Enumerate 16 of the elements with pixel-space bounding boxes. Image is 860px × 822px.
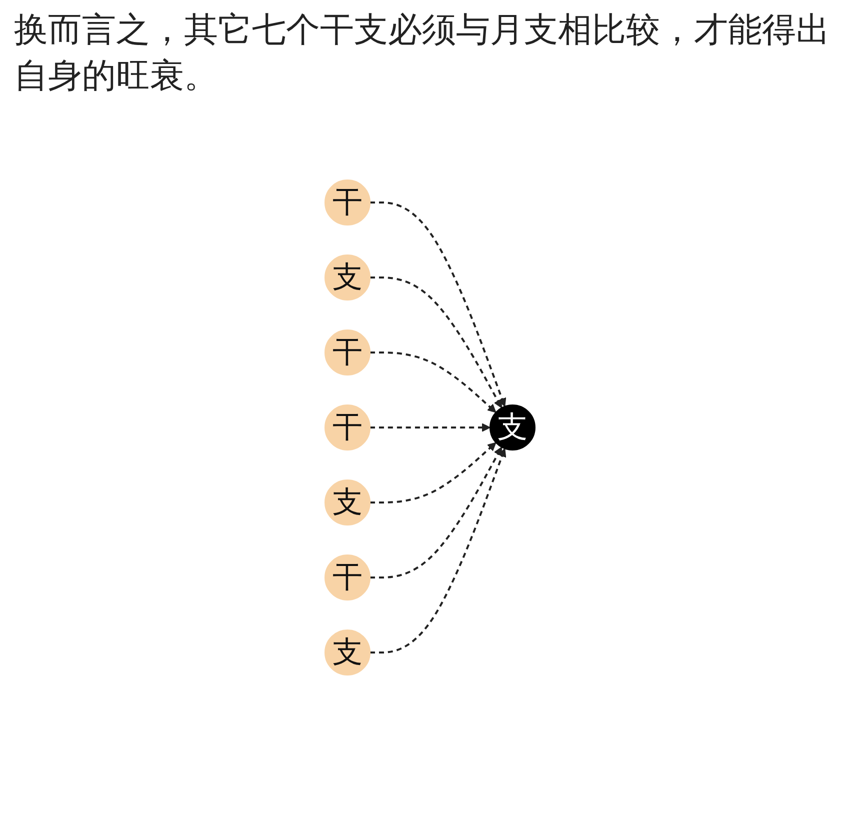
arrow bbox=[370, 276, 502, 408]
node-circle: 支 bbox=[324, 630, 370, 676]
node-circle: 干 bbox=[324, 404, 370, 451]
node-circle: 干 bbox=[324, 330, 370, 376]
node-circle: 支 bbox=[324, 480, 370, 526]
arrow bbox=[370, 447, 502, 579]
node-circle: 支 bbox=[324, 254, 370, 301]
arrow bbox=[370, 202, 506, 408]
node-circle: 干 bbox=[324, 554, 370, 601]
arrow bbox=[370, 352, 496, 414]
arrow bbox=[370, 442, 496, 504]
arrow bbox=[370, 423, 490, 432]
heading-text: 换而言之，其它七个干支必须与月支相比较，才能得出自身的旺衰。 bbox=[14, 9, 831, 98]
node-circle: 干 bbox=[324, 180, 370, 226]
arrow bbox=[370, 448, 506, 654]
node-circle: 支 bbox=[490, 404, 536, 451]
